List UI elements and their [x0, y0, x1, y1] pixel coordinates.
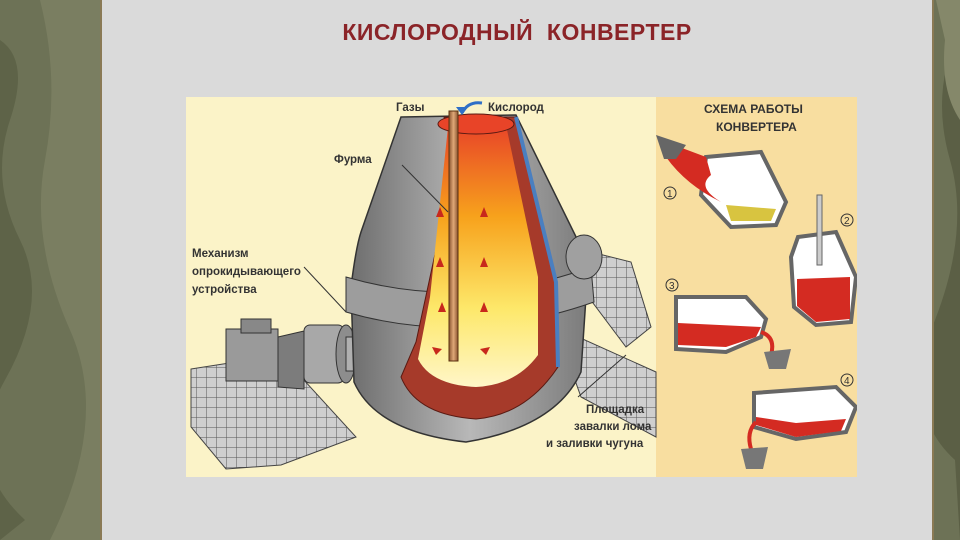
- scheme-step-4-number: 4: [844, 376, 850, 387]
- label-oxygen: Кислород: [488, 102, 545, 114]
- label-mechanism-3: устройства: [192, 284, 257, 296]
- label-mechanism-2: опрокидывающего: [192, 266, 301, 278]
- label-platform-1: Площадка: [586, 404, 645, 416]
- scheme-step-3: 3: [665, 278, 791, 369]
- slide-title: КИСЛОРОДНЫЙ КОНВЕРТЕР: [342, 19, 692, 45]
- tilting-mechanism: [225, 318, 369, 390]
- scheme-title-1: СХЕМА РАБОТЫ: [704, 102, 803, 116]
- scheme-step-4: 4: [741, 373, 857, 469]
- insulation-layer: [514, 116, 560, 368]
- label-mechanism-1: Механизм: [192, 248, 249, 260]
- scheme-step-2: 2: [788, 194, 857, 328]
- label-lance: Фурма: [334, 154, 372, 166]
- gas-flow-arrows: [432, 207, 490, 355]
- leader-lines: [303, 164, 627, 398]
- scheme-step-1: 1: [656, 135, 789, 230]
- scheme-step-1-number: 1: [667, 189, 673, 200]
- label-gases: Газы: [396, 102, 425, 114]
- label-platform-2: завалки лома: [574, 421, 652, 433]
- scheme-step-2-number: 2: [844, 216, 850, 227]
- oxygen-arrowhead-icon: [456, 107, 468, 115]
- converter-figure: Газы Кислород Фурма Механизм опрокидываю…: [186, 97, 857, 477]
- scheme-step-3-number: 3: [669, 281, 675, 292]
- flame-interior: [418, 125, 538, 387]
- scheme-title-2: КОНВЕРТЕРА: [716, 120, 797, 134]
- oxygen-lance: [448, 110, 459, 362]
- label-platform-3: и заливки чугуна: [546, 438, 644, 450]
- trunnion-right: [565, 234, 603, 280]
